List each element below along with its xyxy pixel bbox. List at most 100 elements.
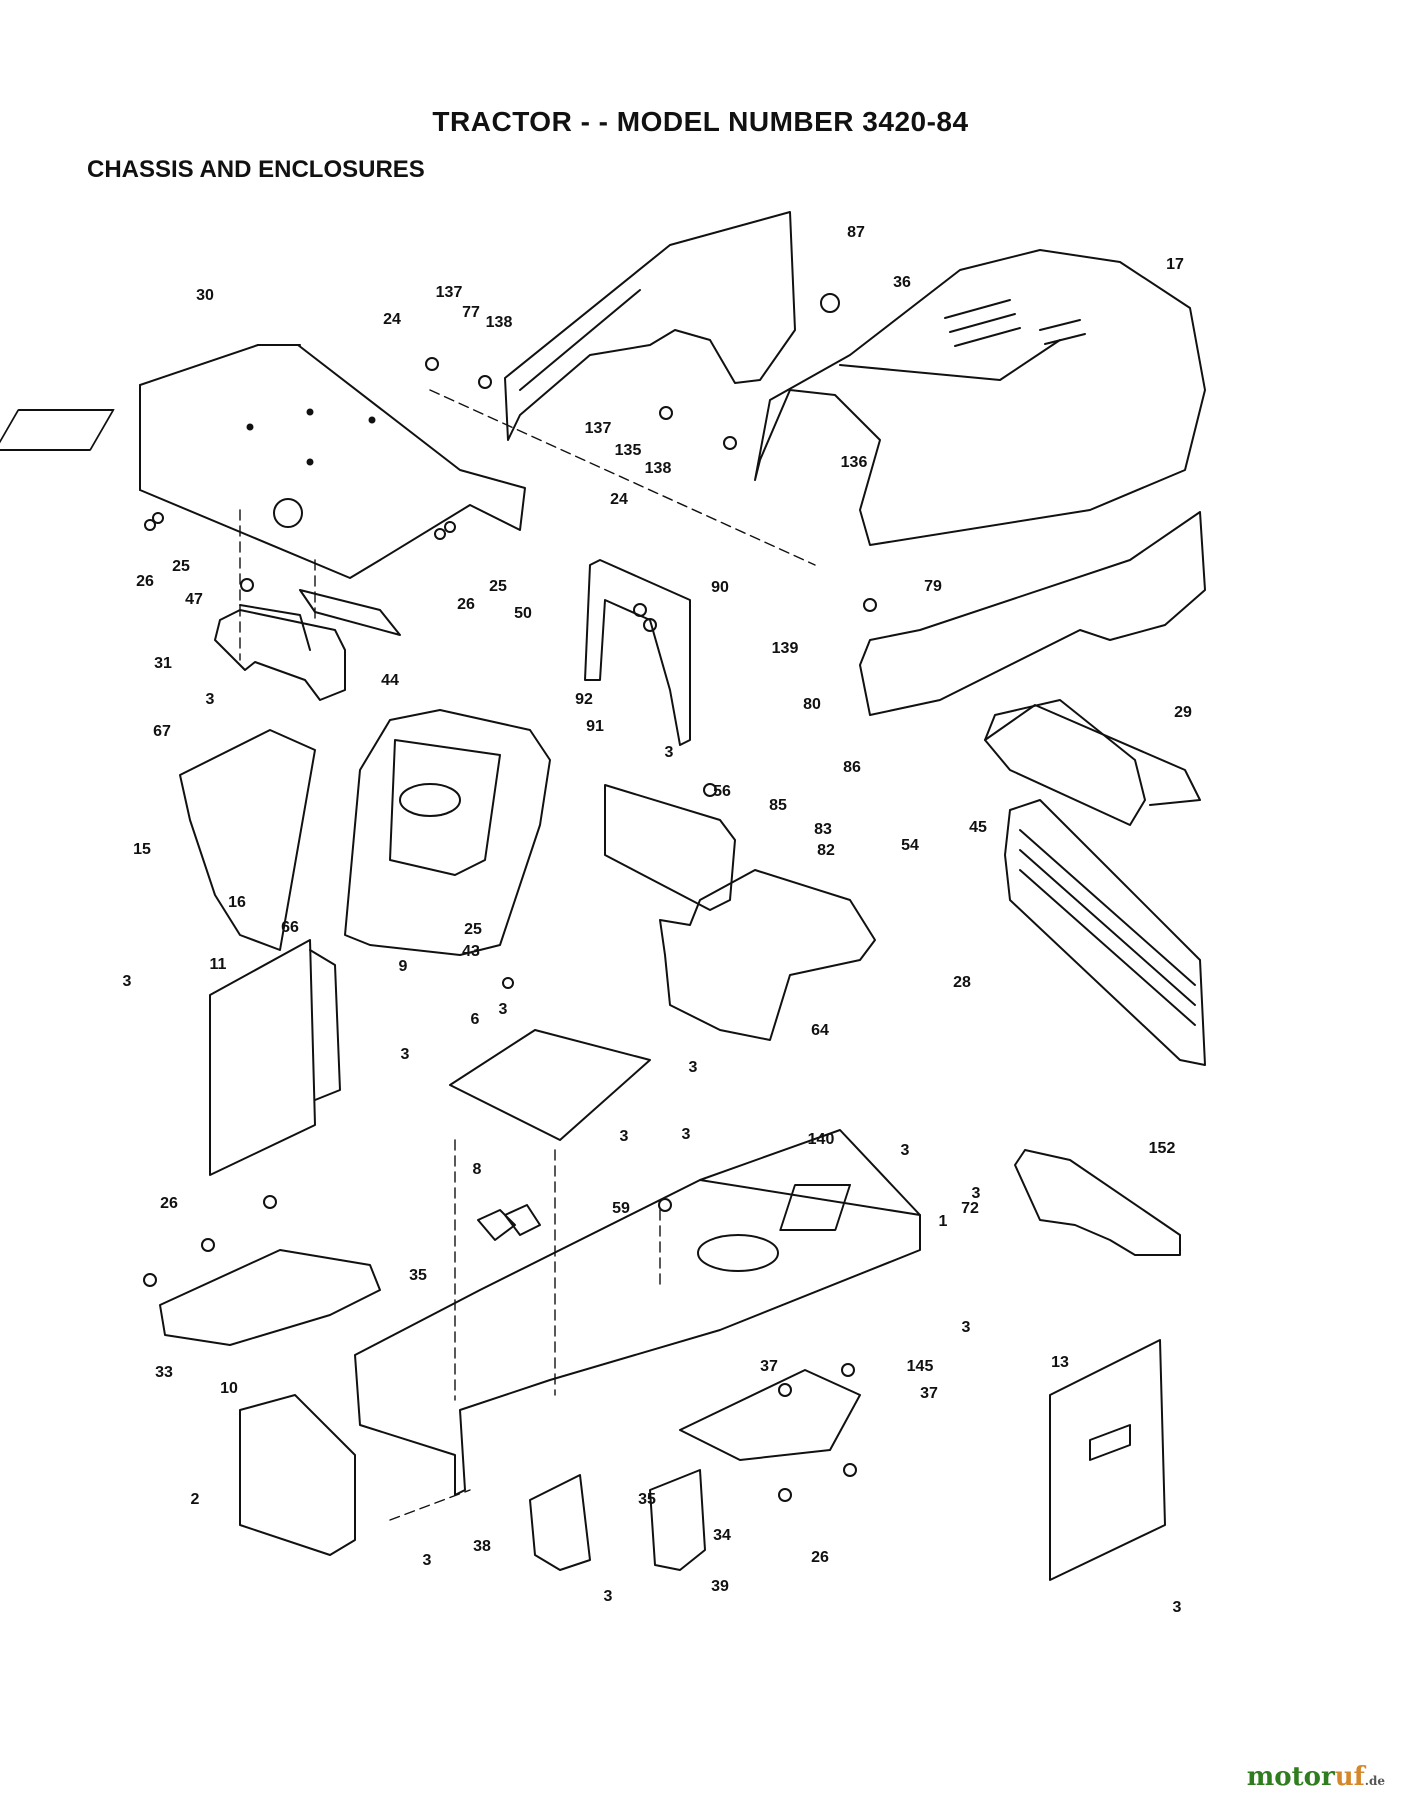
callout-67: 67	[153, 723, 171, 740]
bracket-part-38	[529, 1474, 591, 1571]
callout-38: 38	[473, 1538, 491, 1555]
callout-86: 86	[843, 759, 861, 776]
callout-10: 10	[220, 1380, 238, 1397]
callout-3: 3	[688, 1059, 698, 1076]
callout-152: 152	[1148, 1140, 1176, 1157]
callout-2: 2	[190, 1491, 200, 1508]
callout-8: 8	[472, 1161, 482, 1178]
bracket-part-56	[604, 784, 736, 911]
callout-90: 90	[711, 579, 729, 596]
callout-137: 137	[584, 420, 612, 437]
clips-part-8	[477, 1204, 541, 1241]
callout-83: 83	[814, 821, 832, 838]
dash-panel-part-30	[0, 344, 526, 579]
hardware-group	[143, 293, 877, 1502]
bracket-part-50	[584, 559, 691, 746]
callout-45: 45	[969, 819, 987, 836]
plate-part-33	[159, 1249, 381, 1346]
callout-80: 80	[803, 696, 821, 713]
callout-26: 26	[160, 1195, 178, 1212]
callout-36: 36	[893, 274, 911, 291]
callout-139: 139	[771, 640, 799, 657]
callout-3: 3	[971, 1185, 981, 1202]
callout-16: 16	[228, 894, 246, 911]
bracket-part-31	[214, 604, 346, 701]
callout-44: 44	[381, 672, 399, 689]
panel-part-72	[1014, 1149, 1181, 1256]
callout-87: 87	[847, 224, 865, 241]
callout-66: 66	[281, 919, 299, 936]
callout-3: 3	[961, 1319, 971, 1336]
callout-13: 13	[1051, 1354, 1069, 1371]
callout-15: 15	[133, 841, 151, 858]
callout-29: 29	[1174, 704, 1192, 721]
callout-140: 140	[807, 1131, 835, 1148]
support-part-64	[659, 869, 876, 1041]
callout-3: 3	[1172, 1599, 1182, 1616]
callout-37: 37	[920, 1385, 938, 1402]
bracket-part-39	[649, 1469, 706, 1571]
callout-137: 137	[435, 284, 463, 301]
callout-25: 25	[489, 578, 507, 595]
callout-136: 136	[840, 454, 868, 471]
plate-part-6	[449, 1029, 651, 1141]
watermark: motoruf.de	[1247, 1762, 1385, 1792]
callout-3: 3	[900, 1142, 910, 1159]
callout-3: 3	[122, 973, 132, 990]
side-plate-part-11	[209, 939, 316, 1176]
callout-24: 24	[383, 311, 401, 328]
callout-31: 31	[154, 655, 172, 672]
callout-34: 34	[713, 1527, 731, 1544]
callout-54: 54	[901, 837, 919, 854]
callout-59: 59	[612, 1200, 630, 1217]
callout-64: 64	[811, 1022, 829, 1039]
callout-17: 17	[1166, 256, 1184, 273]
callout-9: 9	[398, 958, 408, 975]
callout-145: 145	[906, 1358, 934, 1375]
callout-79: 79	[924, 578, 942, 595]
callout-3: 3	[681, 1126, 691, 1143]
callout-3: 3	[400, 1046, 410, 1063]
bumper-part-86	[859, 511, 1206, 716]
diagram-title: TRACTOR - - MODEL NUMBER 3420-84	[432, 106, 969, 137]
grille-part-28	[1004, 799, 1206, 1066]
plate-part-34	[679, 1369, 861, 1461]
plate-part-44	[299, 589, 401, 636]
callout-25: 25	[172, 558, 190, 575]
callout-35: 35	[638, 1491, 656, 1508]
callout-135: 135	[614, 442, 642, 459]
frame-part-1	[354, 1129, 921, 1496]
callout-43: 43	[462, 943, 480, 960]
callout-28: 28	[953, 974, 971, 991]
callout-39: 39	[711, 1578, 729, 1595]
callout-3: 3	[498, 1001, 508, 1018]
callout-6: 6	[470, 1011, 480, 1028]
front-plate-part-2	[239, 1394, 356, 1556]
callout-56: 56	[713, 783, 731, 800]
callout-30: 30	[196, 287, 214, 304]
callout-72: 72	[961, 1200, 979, 1217]
console-part-9	[344, 709, 551, 956]
callout-82: 82	[817, 842, 835, 859]
callout-3: 3	[664, 744, 674, 761]
side-plate-part-13	[1049, 1339, 1166, 1581]
callout-26: 26	[457, 596, 475, 613]
section-title: CHASSIS AND ENCLOSURES	[87, 156, 425, 183]
callout-3: 3	[205, 691, 215, 708]
callout-92: 92	[575, 691, 593, 708]
callout-24: 24	[610, 491, 628, 508]
callout-3: 3	[619, 1128, 629, 1145]
panel-part-66	[179, 729, 316, 951]
callout-35: 35	[409, 1267, 427, 1284]
callout-26: 26	[136, 573, 154, 590]
callout-138: 138	[644, 460, 672, 477]
watermark-part-2: uf	[1334, 1762, 1365, 1792]
callout-77: 77	[462, 304, 480, 321]
callout-47: 47	[185, 591, 203, 608]
watermark-part-1: motor	[1246, 1762, 1335, 1792]
watermark-part-3: .de	[1364, 1774, 1385, 1788]
callout-91: 91	[586, 718, 604, 735]
callout-50: 50	[514, 605, 532, 622]
callout-3: 3	[603, 1588, 613, 1605]
callout-3: 3	[422, 1552, 432, 1569]
